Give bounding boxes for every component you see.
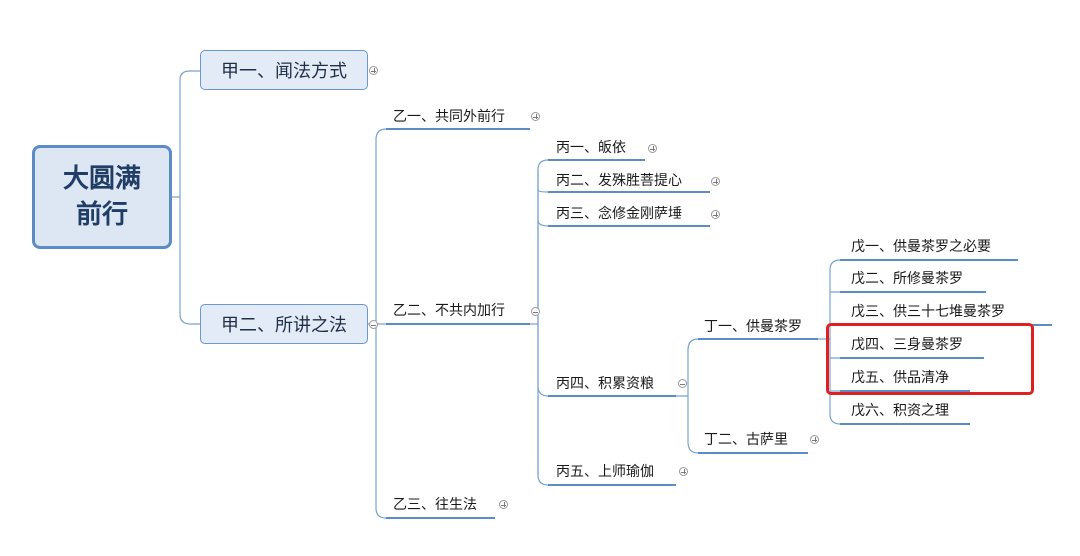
expand-toggle-icon[interactable] [711,177,720,186]
node-wu2[interactable]: 戊二、所修曼茶罗 [851,271,963,287]
expand-toggle-icon[interactable] [679,467,688,476]
expand-toggle-icon[interactable] [810,435,819,444]
collapse-toggle-icon[interactable] [678,379,687,388]
highlight-box [826,323,1034,395]
node-ding2[interactable]: 丁二、古萨里 [704,432,788,448]
node-wu6[interactable]: 戊六、积资之理 [851,403,949,419]
root-label-line2: 前行 [75,200,128,230]
node-wu5[interactable]: 戊五、供品清净 [851,370,949,386]
expand-toggle-icon[interactable] [648,144,657,153]
node-yi2[interactable]: 乙二、不共内加行 [393,303,505,319]
collapse-toggle-icon[interactable] [369,320,378,329]
node-bing1[interactable]: 丙一、皈依 [556,140,626,156]
node-bing4[interactable]: 丙四、积累资粮 [556,376,654,392]
node-wu4[interactable]: 戊四、三身曼茶罗 [851,337,963,353]
node-yi3[interactable]: 乙三、往生法 [393,497,477,513]
node-jia1[interactable]: 甲一、闻法方式 [200,50,368,90]
node-bing3[interactable]: 丙三、念修金刚萨埵 [556,206,682,222]
collapse-toggle-icon[interactable] [531,307,540,316]
node-jia2-label: 甲二、所讲之法 [221,315,347,336]
root-label-line1: 大圆满 [62,164,141,194]
node-bing5[interactable]: 丙五、上师瑜伽 [556,464,654,480]
node-bing2[interactable]: 丙二、发殊胜菩提心 [556,173,682,189]
root-label: 大圆满 前行 [62,161,142,233]
node-jia2[interactable]: 甲二、所讲之法 [200,304,368,344]
node-ding1[interactable]: 丁一、供曼茶罗 [704,319,802,335]
expand-toggle-icon[interactable] [369,66,378,75]
root-node[interactable]: 大圆满 前行 [32,145,172,249]
node-jia1-label: 甲一、闻法方式 [221,61,347,82]
node-wu3[interactable]: 戊三、供三十七堆曼茶罗 [851,304,1005,320]
node-wu1[interactable]: 戊一、供曼茶罗之必要 [851,239,991,255]
expand-toggle-icon[interactable] [711,210,720,219]
expand-toggle-icon[interactable] [531,112,540,121]
node-yi1[interactable]: 乙一、共同外前行 [393,109,505,125]
expand-toggle-icon[interactable] [499,500,508,509]
